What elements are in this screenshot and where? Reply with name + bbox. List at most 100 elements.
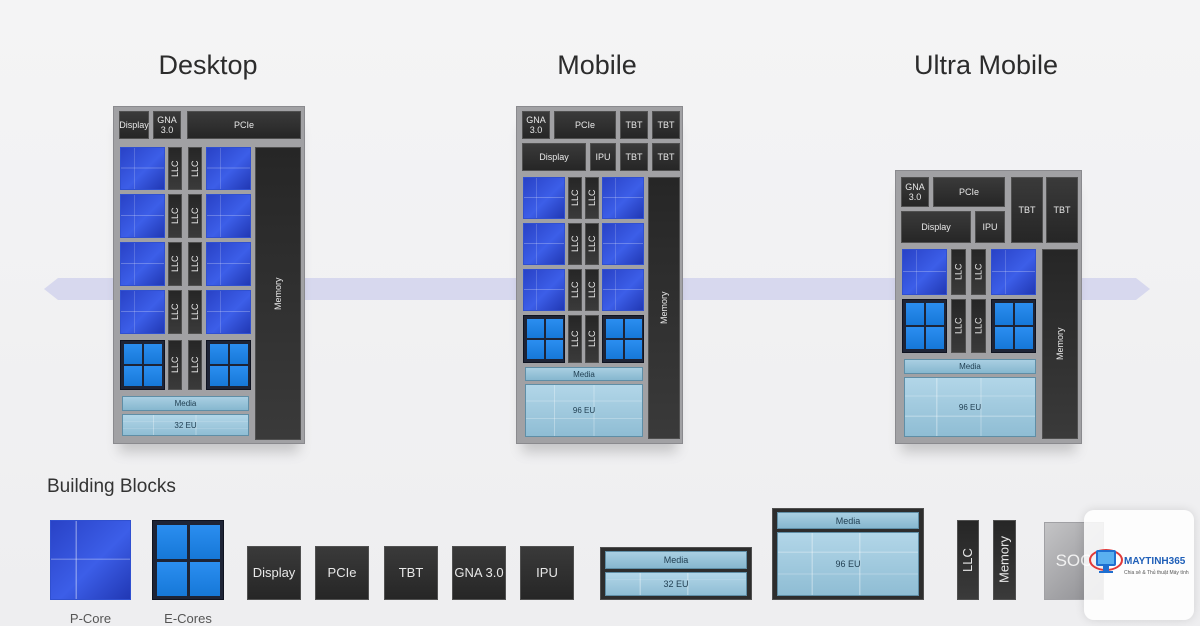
llc-block: LLC bbox=[971, 299, 986, 353]
p-core bbox=[602, 177, 644, 219]
gpu-32eu: 32 EU bbox=[122, 414, 249, 436]
gna-block: GNA 3.0 bbox=[901, 177, 929, 207]
p-core bbox=[120, 290, 165, 334]
llc-block: LLC bbox=[568, 223, 582, 265]
p-core bbox=[206, 194, 251, 238]
llc-block: LLC bbox=[585, 223, 599, 265]
gna-building-block: GNA 3.0 bbox=[452, 546, 506, 600]
tbt-block: TBT bbox=[1046, 177, 1078, 243]
tbt-block: TBT bbox=[652, 143, 680, 171]
llc-block: LLC bbox=[951, 299, 966, 353]
llc-block: LLC bbox=[168, 147, 182, 190]
desktop-heading: Desktop bbox=[158, 50, 258, 80]
e-cores-block bbox=[152, 520, 224, 600]
p-core bbox=[991, 249, 1036, 295]
ipu-building-block: IPU bbox=[520, 546, 574, 600]
logo-name: MAYTINH365 bbox=[1124, 556, 1186, 567]
mobile-die: GNA 3.0 PCIe TBT TBT Display IPU TBT TBT… bbox=[516, 106, 683, 444]
tbt-building-block: TBT bbox=[384, 546, 438, 600]
ultra-mobile-heading: Ultra Mobile bbox=[913, 50, 1059, 80]
gpu-96eu: 96 EU bbox=[525, 384, 643, 437]
llc-block: LLC bbox=[951, 249, 966, 295]
llc-block: LLC bbox=[168, 242, 182, 286]
p-core bbox=[120, 194, 165, 238]
media-block: Media bbox=[777, 512, 919, 529]
memory-block: Memory bbox=[255, 147, 301, 440]
llc-block: LLC bbox=[585, 177, 599, 219]
gpu-96eu: 96 EU bbox=[777, 532, 919, 596]
llc-block: LLC bbox=[971, 249, 986, 295]
e-cores bbox=[206, 340, 251, 390]
p-core bbox=[120, 242, 165, 286]
tbt-block: TBT bbox=[1011, 177, 1043, 243]
tbt-block: TBT bbox=[652, 111, 680, 139]
llc-block: LLC bbox=[188, 194, 202, 238]
building-blocks-title: Building Blocks bbox=[47, 476, 176, 497]
monitor-globe-icon bbox=[1089, 549, 1123, 573]
ipu-block: IPU bbox=[975, 211, 1005, 243]
memory-block: Memory bbox=[1042, 249, 1078, 439]
memory-block: Memory bbox=[648, 177, 680, 439]
arrow-left-head bbox=[44, 278, 58, 300]
p-core bbox=[602, 269, 644, 311]
llc-block: LLC bbox=[568, 177, 582, 219]
gna-block: GNA 3.0 bbox=[522, 111, 550, 139]
memory-building-block: Memory bbox=[993, 520, 1016, 600]
llc-block: LLC bbox=[188, 147, 202, 190]
llc-block: LLC bbox=[168, 194, 182, 238]
llc-block: LLC bbox=[568, 315, 582, 363]
gpu-96eu-building-block: Media 96 EU bbox=[772, 508, 924, 600]
e-cores bbox=[991, 299, 1036, 353]
llc-building-block: LLC bbox=[957, 520, 979, 600]
pcie-block: PCIe bbox=[933, 177, 1005, 207]
p-core-block bbox=[50, 520, 131, 600]
p-core bbox=[120, 147, 165, 190]
p-core bbox=[206, 290, 251, 334]
ipu-block: IPU bbox=[590, 143, 616, 171]
p-core bbox=[602, 223, 644, 265]
llc-block: LLC bbox=[188, 290, 202, 334]
p-core bbox=[206, 242, 251, 286]
p-core bbox=[523, 177, 565, 219]
e-cores bbox=[602, 315, 644, 363]
p-core bbox=[523, 269, 565, 311]
llc-block: LLC bbox=[568, 269, 582, 311]
media-block: Media bbox=[605, 551, 747, 569]
llc-block: LLC bbox=[188, 340, 202, 390]
ultra-mobile-die: GNA 3.0 PCIe TBT TBT Display IPU LLC LLC… bbox=[895, 170, 1082, 444]
display-block: Display bbox=[522, 143, 586, 171]
llc-block: LLC bbox=[188, 242, 202, 286]
gpu-32eu-building-block: Media 32 EU bbox=[600, 547, 752, 600]
llc-block: LLC bbox=[585, 315, 599, 363]
mobile-heading: Mobile bbox=[557, 50, 637, 80]
media-block: Media bbox=[525, 367, 643, 381]
p-core bbox=[206, 147, 251, 190]
display-building-block: Display bbox=[247, 546, 301, 600]
e-cores bbox=[120, 340, 165, 390]
pcie-block: PCIe bbox=[187, 111, 301, 139]
tbt-block: TBT bbox=[620, 111, 648, 139]
p-core bbox=[523, 223, 565, 265]
p-core bbox=[902, 249, 947, 295]
arrow-right-head bbox=[1136, 278, 1150, 300]
gna-block: GNA 3.0 bbox=[153, 111, 181, 139]
pcie-building-block: PCIe bbox=[315, 546, 369, 600]
llc-block: LLC bbox=[168, 340, 182, 390]
logo-tagline: Chia sẻ & Thủ thuật Máy tính bbox=[1124, 570, 1189, 576]
desktop-die: Display GNA 3.0 PCIe LLC LLC LLC LLC LLC… bbox=[113, 106, 305, 444]
gpu-32eu: 32 EU bbox=[605, 572, 747, 596]
e-cores bbox=[902, 299, 947, 353]
llc-block: LLC bbox=[585, 269, 599, 311]
watermark-card: MAYTINH365 Chia sẻ & Thủ thuật Máy tính bbox=[1084, 510, 1194, 620]
display-block: Display bbox=[901, 211, 971, 243]
e-cores-label: E-Cores bbox=[164, 611, 212, 626]
gpu-96eu: 96 EU bbox=[904, 377, 1036, 437]
pcie-block: PCIe bbox=[554, 111, 616, 139]
e-cores bbox=[523, 315, 565, 363]
llc-block: LLC bbox=[168, 290, 182, 334]
media-block: Media bbox=[904, 359, 1036, 374]
display-block: Display bbox=[119, 111, 149, 139]
tbt-block: TBT bbox=[620, 143, 648, 171]
media-block: Media bbox=[122, 396, 249, 411]
p-core-label: P-Core bbox=[69, 611, 112, 626]
